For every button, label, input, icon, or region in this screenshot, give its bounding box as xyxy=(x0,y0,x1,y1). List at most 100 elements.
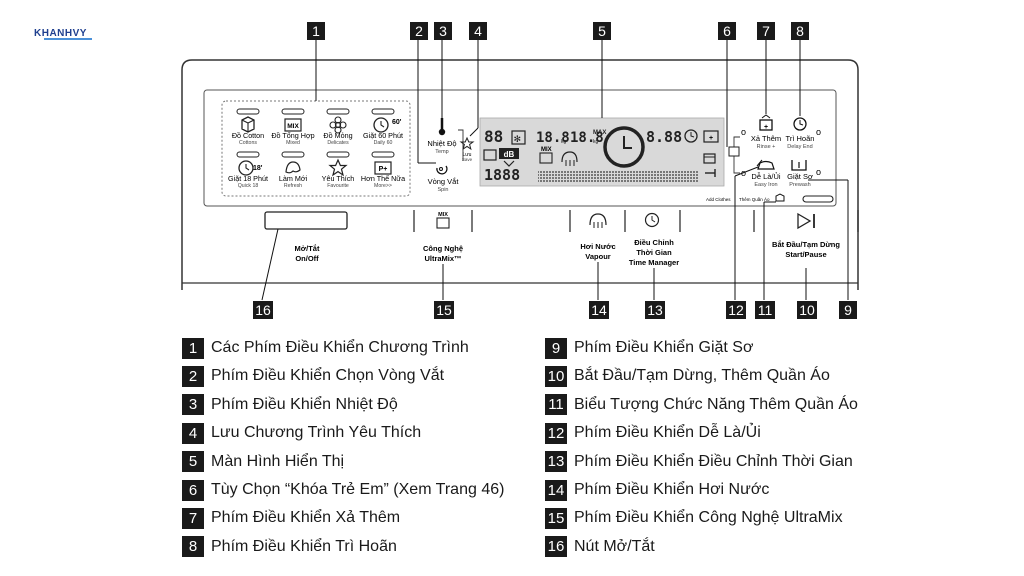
callout-box-6 xyxy=(718,22,736,40)
callout-box-1 xyxy=(307,22,325,40)
spin-label-en: Spin xyxy=(437,187,448,193)
time-manager-label-vi2: Thời Gian xyxy=(636,248,672,257)
callout-box-15 xyxy=(434,301,454,319)
lcd-kg1: kg xyxy=(561,139,567,145)
program-label[interactable]: Hơn Thế Nữa xyxy=(361,174,405,183)
start-label-vi: Bắt Đầu/Tạm Dừng xyxy=(772,240,840,249)
program-label[interactable]: Đồ Tổng Hợp xyxy=(271,131,314,140)
legend-text: Lưu Chương Trình Yêu Thích xyxy=(211,424,422,442)
cottons-icon xyxy=(241,116,255,133)
lcd-rinse-icon: + xyxy=(703,130,719,143)
legend-text: Phím Điều Khiển Điều Chỉnh Thời Gian xyxy=(574,452,853,470)
brand-logo: KHANHVY xyxy=(34,28,87,39)
legend-text: Phím Điều Khiển Công Nghệ UltraMix xyxy=(574,509,843,527)
prewash-label: Giặt Sơ xyxy=(787,172,813,181)
lcd-snowflake-box xyxy=(511,130,526,145)
callout-box-14 xyxy=(589,301,609,319)
legend-number: 11 xyxy=(545,394,567,416)
callout-number: 4 xyxy=(474,23,482,39)
program-label[interactable]: Yêu Thích xyxy=(322,174,355,183)
legend-number: 8 xyxy=(182,536,204,558)
callout-box-2 xyxy=(410,22,428,40)
callout-number: 1 xyxy=(312,23,320,39)
program-label-en: Daily 60 xyxy=(374,140,393,146)
rinse-label-en: Rinse + xyxy=(757,144,776,150)
program-label[interactable]: Giặt 60 Phút xyxy=(363,131,403,140)
legend-item: 8 Phím Điều Khiển Trì Hoãn xyxy=(182,536,397,558)
legend-text: Biểu Tượng Chức Năng Thêm Quần Áo xyxy=(574,395,858,413)
callout-box-9 xyxy=(839,301,857,319)
time-manager-icon[interactable] xyxy=(644,212,660,228)
callout-number: 3 xyxy=(439,23,447,39)
ultramix-mix-label: MIX xyxy=(438,212,448,218)
legend-text: Phím Điều Khiển Hơi Nước xyxy=(574,481,770,498)
lcd-alarm-icon xyxy=(684,129,698,143)
temp-label: Nhiệt Độ xyxy=(427,139,456,148)
program-label[interactable]: Đồ Cotton xyxy=(232,131,264,140)
refresh-icon xyxy=(285,161,301,174)
legend-number: 6 xyxy=(182,479,204,501)
legend-text: Tùy Chọn “Khóa Trẻ Em” (Xem Trang 46) xyxy=(211,481,505,498)
vapour-icon[interactable] xyxy=(589,213,607,228)
onoff-label-vi: Mở/Tắt xyxy=(295,244,320,253)
svg-text:18': 18' xyxy=(253,165,263,172)
callout-number: 12 xyxy=(728,302,744,318)
delay-label-en: Delay End xyxy=(787,144,812,150)
legend-text: Phím Điều Khiển Trì Hoãn xyxy=(211,537,397,555)
lcd-segments-top-left: 88 xyxy=(484,127,503,146)
program-label[interactable]: Làm Mới xyxy=(279,174,308,183)
legend-number: 3 xyxy=(182,394,204,416)
callout-number: 16 xyxy=(255,302,271,318)
callout-number: 5 xyxy=(598,23,606,39)
program-indicator-bar xyxy=(236,108,260,115)
svg-text:P+: P+ xyxy=(379,166,388,173)
legend-item: 4 Lưu Chương Trình Yêu Thích xyxy=(182,422,421,444)
add-clothes-label-vi: Thêm Quần Áo xyxy=(739,196,770,202)
callout-number: 13 xyxy=(647,302,663,318)
mixed-icon-label: MIX xyxy=(287,123,299,130)
easy-iron-label: Dễ Là/Ủi xyxy=(751,172,781,181)
add-clothes-label: Add Clothes xyxy=(706,197,731,202)
lcd-bottom-digits: 1888 xyxy=(484,166,520,184)
ultramix-label-en: UltraMix™ xyxy=(424,254,461,263)
onoff-button[interactable] xyxy=(264,211,348,230)
callout-box-16 xyxy=(253,301,273,319)
program-label-en: Cottons xyxy=(239,140,257,146)
prewash-label-en: Prewash xyxy=(789,182,810,188)
daily60-icon: 60' xyxy=(373,117,402,133)
program-label-en: Favourite xyxy=(327,183,349,189)
legend-number: 4 xyxy=(182,422,204,444)
callout-box-4 xyxy=(469,22,487,40)
program-label[interactable]: Đồ Mỏng xyxy=(323,131,352,140)
program-label[interactable]: Giặt 18 Phút xyxy=(228,174,268,183)
legend-number: 10 xyxy=(545,365,567,387)
lcd-childlock-icon xyxy=(703,153,716,164)
legend-text: Phím Điều Khiển Nhiệt Độ xyxy=(211,395,398,413)
svg-text:+: + xyxy=(764,124,768,131)
ultramix-icon[interactable] xyxy=(436,217,450,229)
callout-box-7 xyxy=(757,22,775,40)
legend-number: 9 xyxy=(545,337,567,359)
childlock-icon xyxy=(728,146,740,157)
spin-label: Vòng Vắt xyxy=(428,177,460,186)
legend-item: 9 Phím Điều Khiển Giặt Sơ xyxy=(545,337,753,359)
legend-text: Phím Điều Khiển Giặt Sơ xyxy=(574,339,754,356)
onoff-label-en: On/Off xyxy=(295,254,319,263)
legend-text: Phím Điều Khiển Xả Thêm xyxy=(211,509,401,527)
callout-number: 14 xyxy=(591,302,607,318)
program-label-en: Quick 18 xyxy=(238,183,259,189)
lcd-weight2: 18.8 xyxy=(570,130,604,146)
start-pause-icon[interactable] xyxy=(797,212,815,230)
legend-number: 15 xyxy=(545,507,567,529)
legend-item: 6 Tùy Chọn “Khóa Trẻ Em” (Xem Trang 46) xyxy=(182,479,504,501)
legend-number: 7 xyxy=(182,507,204,529)
program-indicator-bar xyxy=(326,108,350,115)
temp-spin-bracket xyxy=(458,129,464,161)
quick18-icon: 18' xyxy=(238,160,263,176)
program-indicator-bar xyxy=(281,108,305,115)
